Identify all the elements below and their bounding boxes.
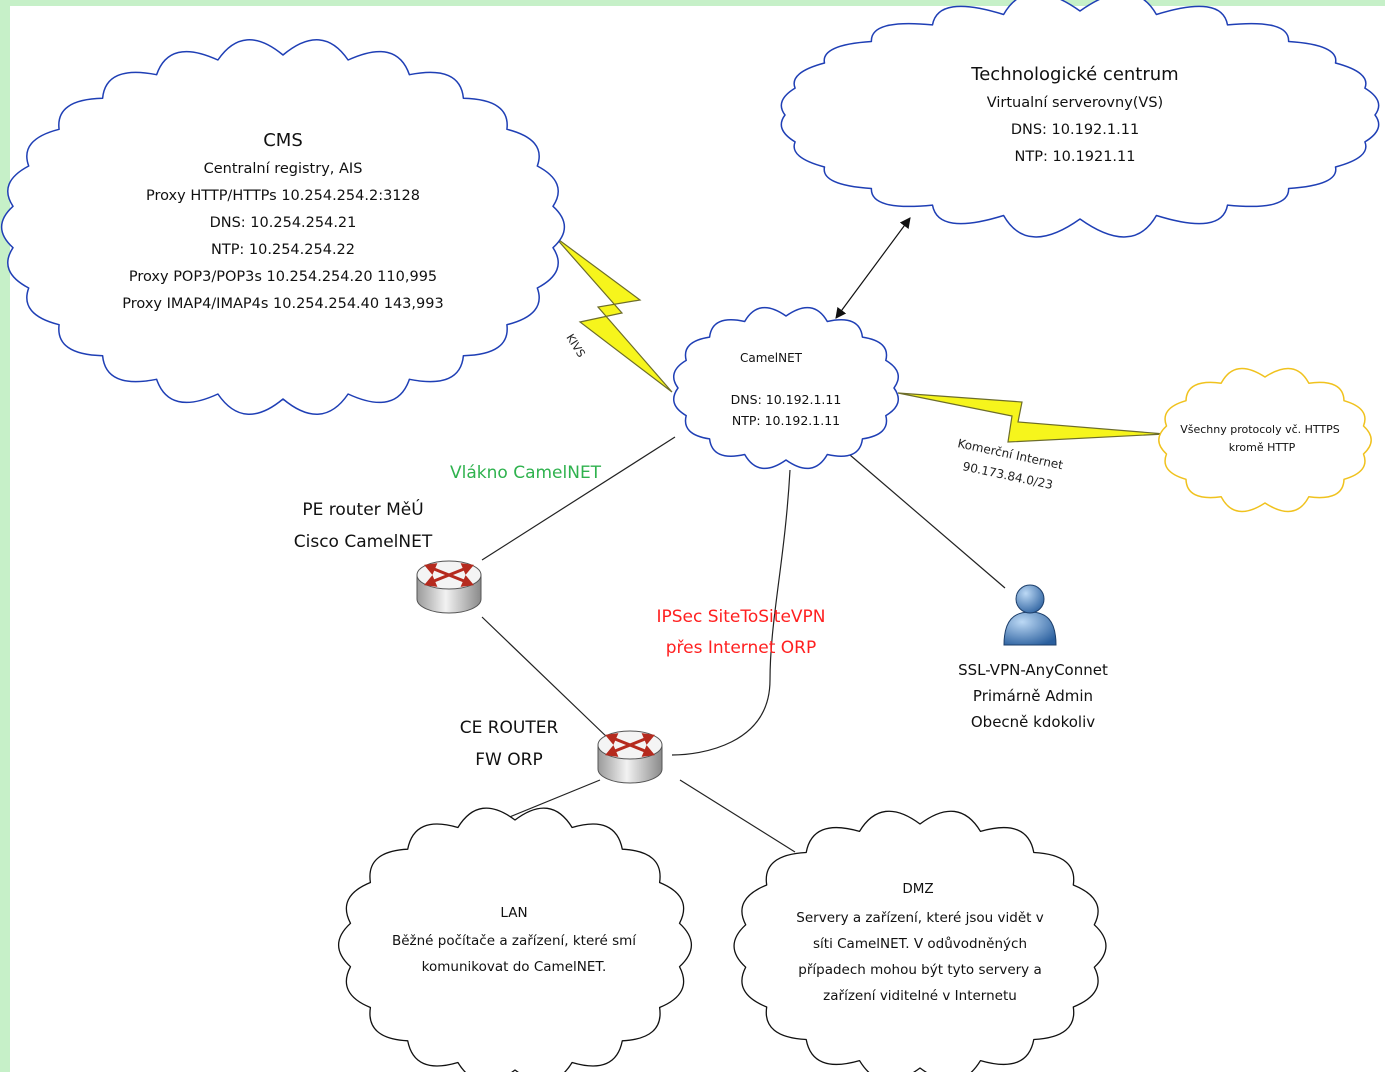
cms-line: DNS: 10.254.254.21: [210, 215, 357, 231]
camelnet-cloud-icon: [672, 307, 900, 469]
link-pe-router-ce-router: [481, 616, 611, 741]
vpn-user-label-line: SSL-VPN-AnyConnet: [958, 661, 1108, 679]
dmz-title: DMZ: [902, 881, 933, 897]
link-camelnet-vpn-user: [849, 454, 1006, 589]
fiber-label: Vlákno CamelNET: [450, 463, 602, 483]
cms-line: Proxy HTTP/HTTPs 10.254.254.2:3128: [146, 188, 420, 204]
pe-router-label: PE router MěÚ Cisco CamelNET: [294, 498, 433, 552]
tech-center-cloud-icon: [780, 0, 1380, 238]
dmz-line: případech mohou být tyto servery a: [798, 962, 1042, 978]
cms-line: Centralní registry, AIS: [204, 161, 363, 177]
camelnet-line: DNS: 10.192.1.11: [731, 392, 842, 407]
camelnet-line: NTP: 10.192.1.11: [732, 413, 840, 428]
cms-line: Proxy IMAP4/IMAP4s 10.254.254.40 143,993: [122, 296, 443, 312]
ce-router-label-line: CE ROUTER: [460, 718, 559, 738]
dmz-cloud-text: DMZ Servery a zařízení, které jsou vidět…: [796, 881, 1043, 1004]
dmz-line: Servery a zařízení, které jsou vidět v: [796, 910, 1043, 926]
link-camelnet-pe-router: [481, 436, 676, 561]
dmz-line: zařízení viditelné v Internetu: [823, 988, 1017, 1004]
tech-line: Virtualní serverovny(VS): [987, 95, 1163, 111]
lan-title: LAN: [500, 905, 527, 921]
tech-line: NTP: 10.1921.11: [1015, 149, 1136, 165]
ipsec-label: IPSec SiteToSiteVPN přes Internet ORP: [656, 607, 825, 658]
camelnet-cloud-text: CamelNET DNS: 10.192.1.11 NTP: 10.192.1.…: [731, 351, 842, 428]
camelnet-title: CamelNET: [740, 351, 803, 365]
ce-router-label: CE ROUTER FW ORP: [460, 718, 559, 770]
cms-line: NTP: 10.254.254.22: [211, 242, 355, 258]
internet-cloud-icon: [1158, 367, 1372, 513]
tech-line: DNS: 10.192.1.11: [1011, 122, 1139, 138]
ipsec-label-line: přes Internet ORP: [666, 638, 816, 658]
tech-title: Technologické centrum: [970, 64, 1178, 85]
lan-cloud-icon: [337, 807, 693, 1072]
connections: [481, 217, 1006, 853]
internet-cloud-text: Všechny protocoly vč. HTTPS kromě HTTP: [1180, 423, 1340, 454]
dmz-line: síti CamelNET. V odůvodněných: [813, 936, 1027, 952]
cms-cloud-icon: [0, 39, 566, 415]
cms-cloud-text: CMS Centralní registry, AIS Proxy HTTP/H…: [122, 130, 443, 312]
dmz-cloud-icon: [733, 810, 1107, 1072]
vpn-user-label-line: Obecně kdokoliv: [971, 713, 1095, 731]
cms-line: Proxy POP3/POP3s 10.254.254.20 110,995: [129, 269, 437, 285]
cms-title: CMS: [263, 130, 303, 151]
internet-line: Všechny protocoly vč. HTTPS: [1180, 423, 1340, 436]
lan-line: komunikovat do CamelNET.: [422, 959, 607, 975]
lan-cloud-text: LAN Běžné počítače a zařízení, které smí…: [392, 905, 637, 975]
tech-center-cloud-text: Technologické centrum Virtualní serverov…: [970, 64, 1178, 165]
pe-router-label-line: Cisco CamelNET: [294, 532, 433, 552]
lan-line: Běžné počítače a zařízení, které smí: [392, 933, 637, 949]
lightning-bolt-icon: [554, 236, 673, 393]
vpn-user-label: SSL-VPN-AnyConnet Primárně Admin Obecně …: [958, 661, 1108, 731]
internet-line: kromě HTTP: [1229, 441, 1296, 454]
link-camelnet-tech-center: [835, 217, 911, 319]
user-icon[interactable]: [1003, 584, 1057, 646]
router-icon[interactable]: [416, 560, 482, 614]
router-icon[interactable]: [597, 730, 663, 784]
ce-router-label-line: FW ORP: [475, 750, 542, 770]
ipsec-label-line: IPSec SiteToSiteVPN: [656, 607, 825, 627]
link-ipsec-vpn: [671, 469, 791, 756]
pe-router-label-line: PE router MěÚ: [302, 498, 423, 520]
link-ce-router-dmz: [679, 779, 796, 853]
vpn-user-label-line: Primárně Admin: [973, 687, 1093, 705]
